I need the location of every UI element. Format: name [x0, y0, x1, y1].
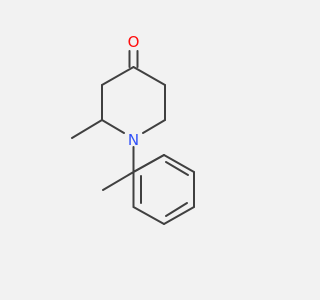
- nitrogen-atom-label: N: [128, 131, 139, 149]
- phenyl-double-2: [165, 202, 188, 217]
- oxygen-atom-label: O: [128, 33, 140, 51]
- bonds: [71, 50, 195, 225]
- background: [0, 0, 300, 300]
- phenyl-bond-6: [132, 154, 165, 173]
- ch-methyl-bond: [102, 171, 135, 191]
- ring-bond-c4-c3: [101, 66, 135, 86]
- structure-diagram: O N: [0, 0, 300, 300]
- phenyl-double-1: [165, 161, 189, 176]
- phenyl-bond-4: [132, 206, 165, 225]
- methyl-bond: [71, 119, 103, 139]
- ring-bond-n1-c6: [142, 119, 166, 134]
- ring-bond-c5-c4: [132, 66, 166, 86]
- phenyl-bond-1: [163, 154, 195, 173]
- ring-bond-c2-n1: [101, 119, 125, 134]
- phenyl-bond-3: [163, 206, 195, 225]
